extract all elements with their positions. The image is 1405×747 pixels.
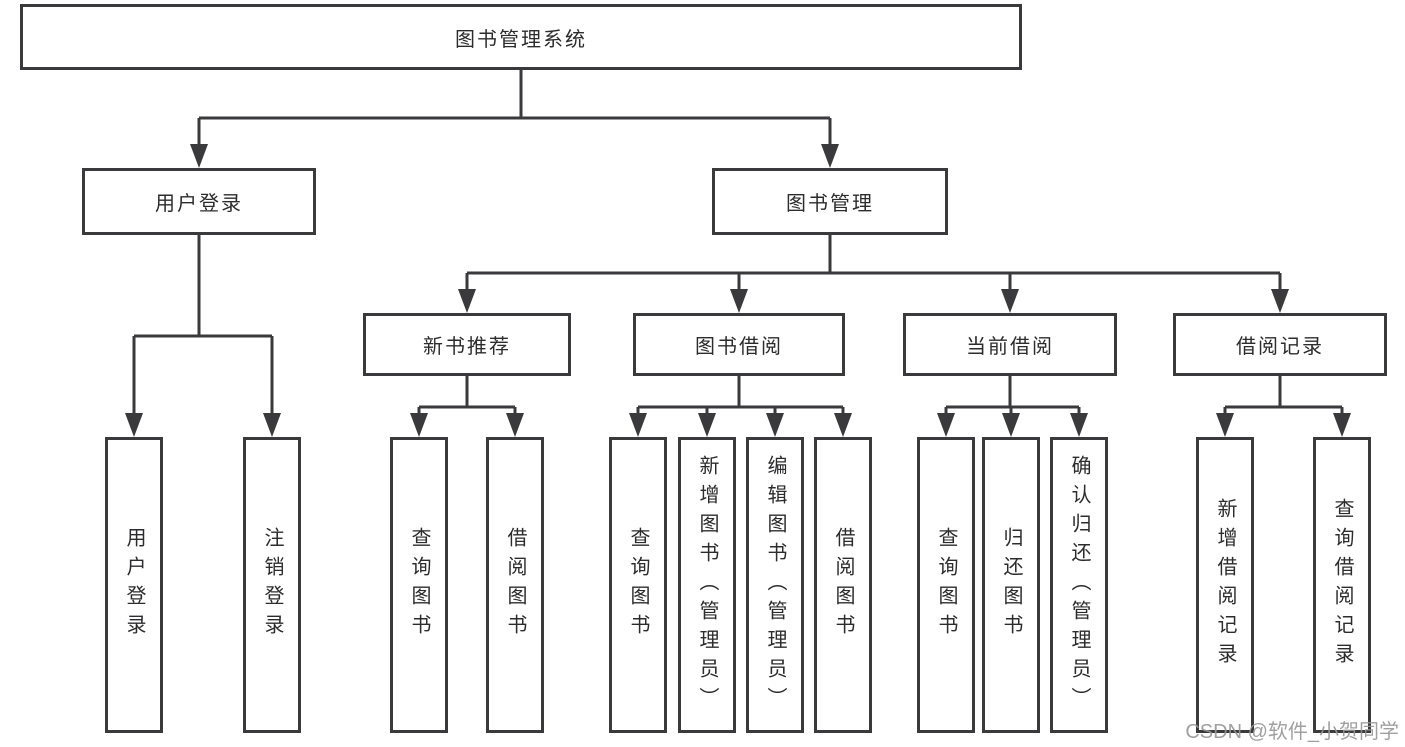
leaf-borrow-edit-books-admin-label: 编辑图书（管理员） xyxy=(764,454,786,716)
connector-root xyxy=(190,70,839,168)
leaf-borrow-add-books-admin-label: 新增图书（管理员） xyxy=(696,454,718,716)
node-borrow-record: 借阅记录 xyxy=(1173,313,1387,376)
leaf-current-query-books-label: 查询图书 xyxy=(935,527,957,643)
connector-new-book xyxy=(410,376,524,437)
connector-book-borrow xyxy=(629,376,852,437)
node-root-system: 图书管理系统 xyxy=(20,4,1022,70)
leaf-current-query-books: 查询图书 xyxy=(917,437,975,733)
node-root-label: 图书管理系统 xyxy=(455,28,587,51)
leaf-borrow-edit-books-admin: 编辑图书（管理员） xyxy=(746,437,804,733)
node-borrow-record-label: 借阅记录 xyxy=(1236,336,1324,358)
leaf-newbook-query-books-label: 查询图书 xyxy=(408,527,430,643)
leaf-logout-login: 注销登录 xyxy=(243,437,301,733)
csdn-watermark: CSDN @软件_小贺同学 xyxy=(1185,721,1399,743)
node-book-management: 图书管理 xyxy=(712,168,948,235)
leaf-newbook-borrow-books-label: 借阅图书 xyxy=(504,527,526,643)
node-current-borrow-label: 当前借阅 xyxy=(966,336,1054,358)
leaf-record-query-borrow-record: 查询借阅记录 xyxy=(1313,437,1371,733)
leaf-current-confirm-return-admin-label: 确认归还（管理员） xyxy=(1068,454,1090,716)
leaf-current-confirm-return-admin: 确认归还（管理员） xyxy=(1050,437,1108,733)
leaf-record-add-borrow-record-label: 新增借阅记录 xyxy=(1214,498,1236,672)
leaf-record-add-borrow-record: 新增借阅记录 xyxy=(1196,437,1254,733)
connector-borrow-record xyxy=(1216,376,1351,437)
leaf-newbook-query-books: 查询图书 xyxy=(390,437,448,733)
leaf-logout-login-label: 注销登录 xyxy=(261,527,283,643)
leaf-borrow-add-books-admin: 新增图书（管理员） xyxy=(678,437,736,733)
node-book-borrow: 图书借阅 xyxy=(633,313,845,376)
leaf-current-return-books-label: 归还图书 xyxy=(1000,527,1022,643)
connector-current-borrow xyxy=(937,376,1088,437)
leaf-user-login-label: 用户登录 xyxy=(123,527,145,643)
leaf-borrow-query-books-label: 查询图书 xyxy=(627,527,649,643)
node-new-book-recommend: 新书推荐 xyxy=(363,313,571,376)
node-book-management-label: 图书管理 xyxy=(786,193,874,215)
node-user-login: 用户登录 xyxy=(82,168,316,235)
node-book-borrow-label: 图书借阅 xyxy=(695,336,783,358)
leaf-user-login: 用户登录 xyxy=(105,437,163,733)
leaf-newbook-borrow-books: 借阅图书 xyxy=(486,437,544,733)
leaf-current-return-books: 归还图书 xyxy=(982,437,1040,733)
node-current-borrow: 当前借阅 xyxy=(903,313,1117,376)
connector-book-mgmt xyxy=(458,235,1289,313)
leaf-borrow-query-books: 查询图书 xyxy=(609,437,667,733)
leaf-borrow-borrow-books-label: 借阅图书 xyxy=(832,527,854,643)
leaf-record-query-borrow-record-label: 查询借阅记录 xyxy=(1331,498,1353,672)
connector-user-login xyxy=(125,235,281,437)
node-new-book-recommend-label: 新书推荐 xyxy=(423,336,511,358)
node-user-login-label: 用户登录 xyxy=(155,193,243,215)
leaf-borrow-borrow-books: 借阅图书 xyxy=(814,437,872,733)
